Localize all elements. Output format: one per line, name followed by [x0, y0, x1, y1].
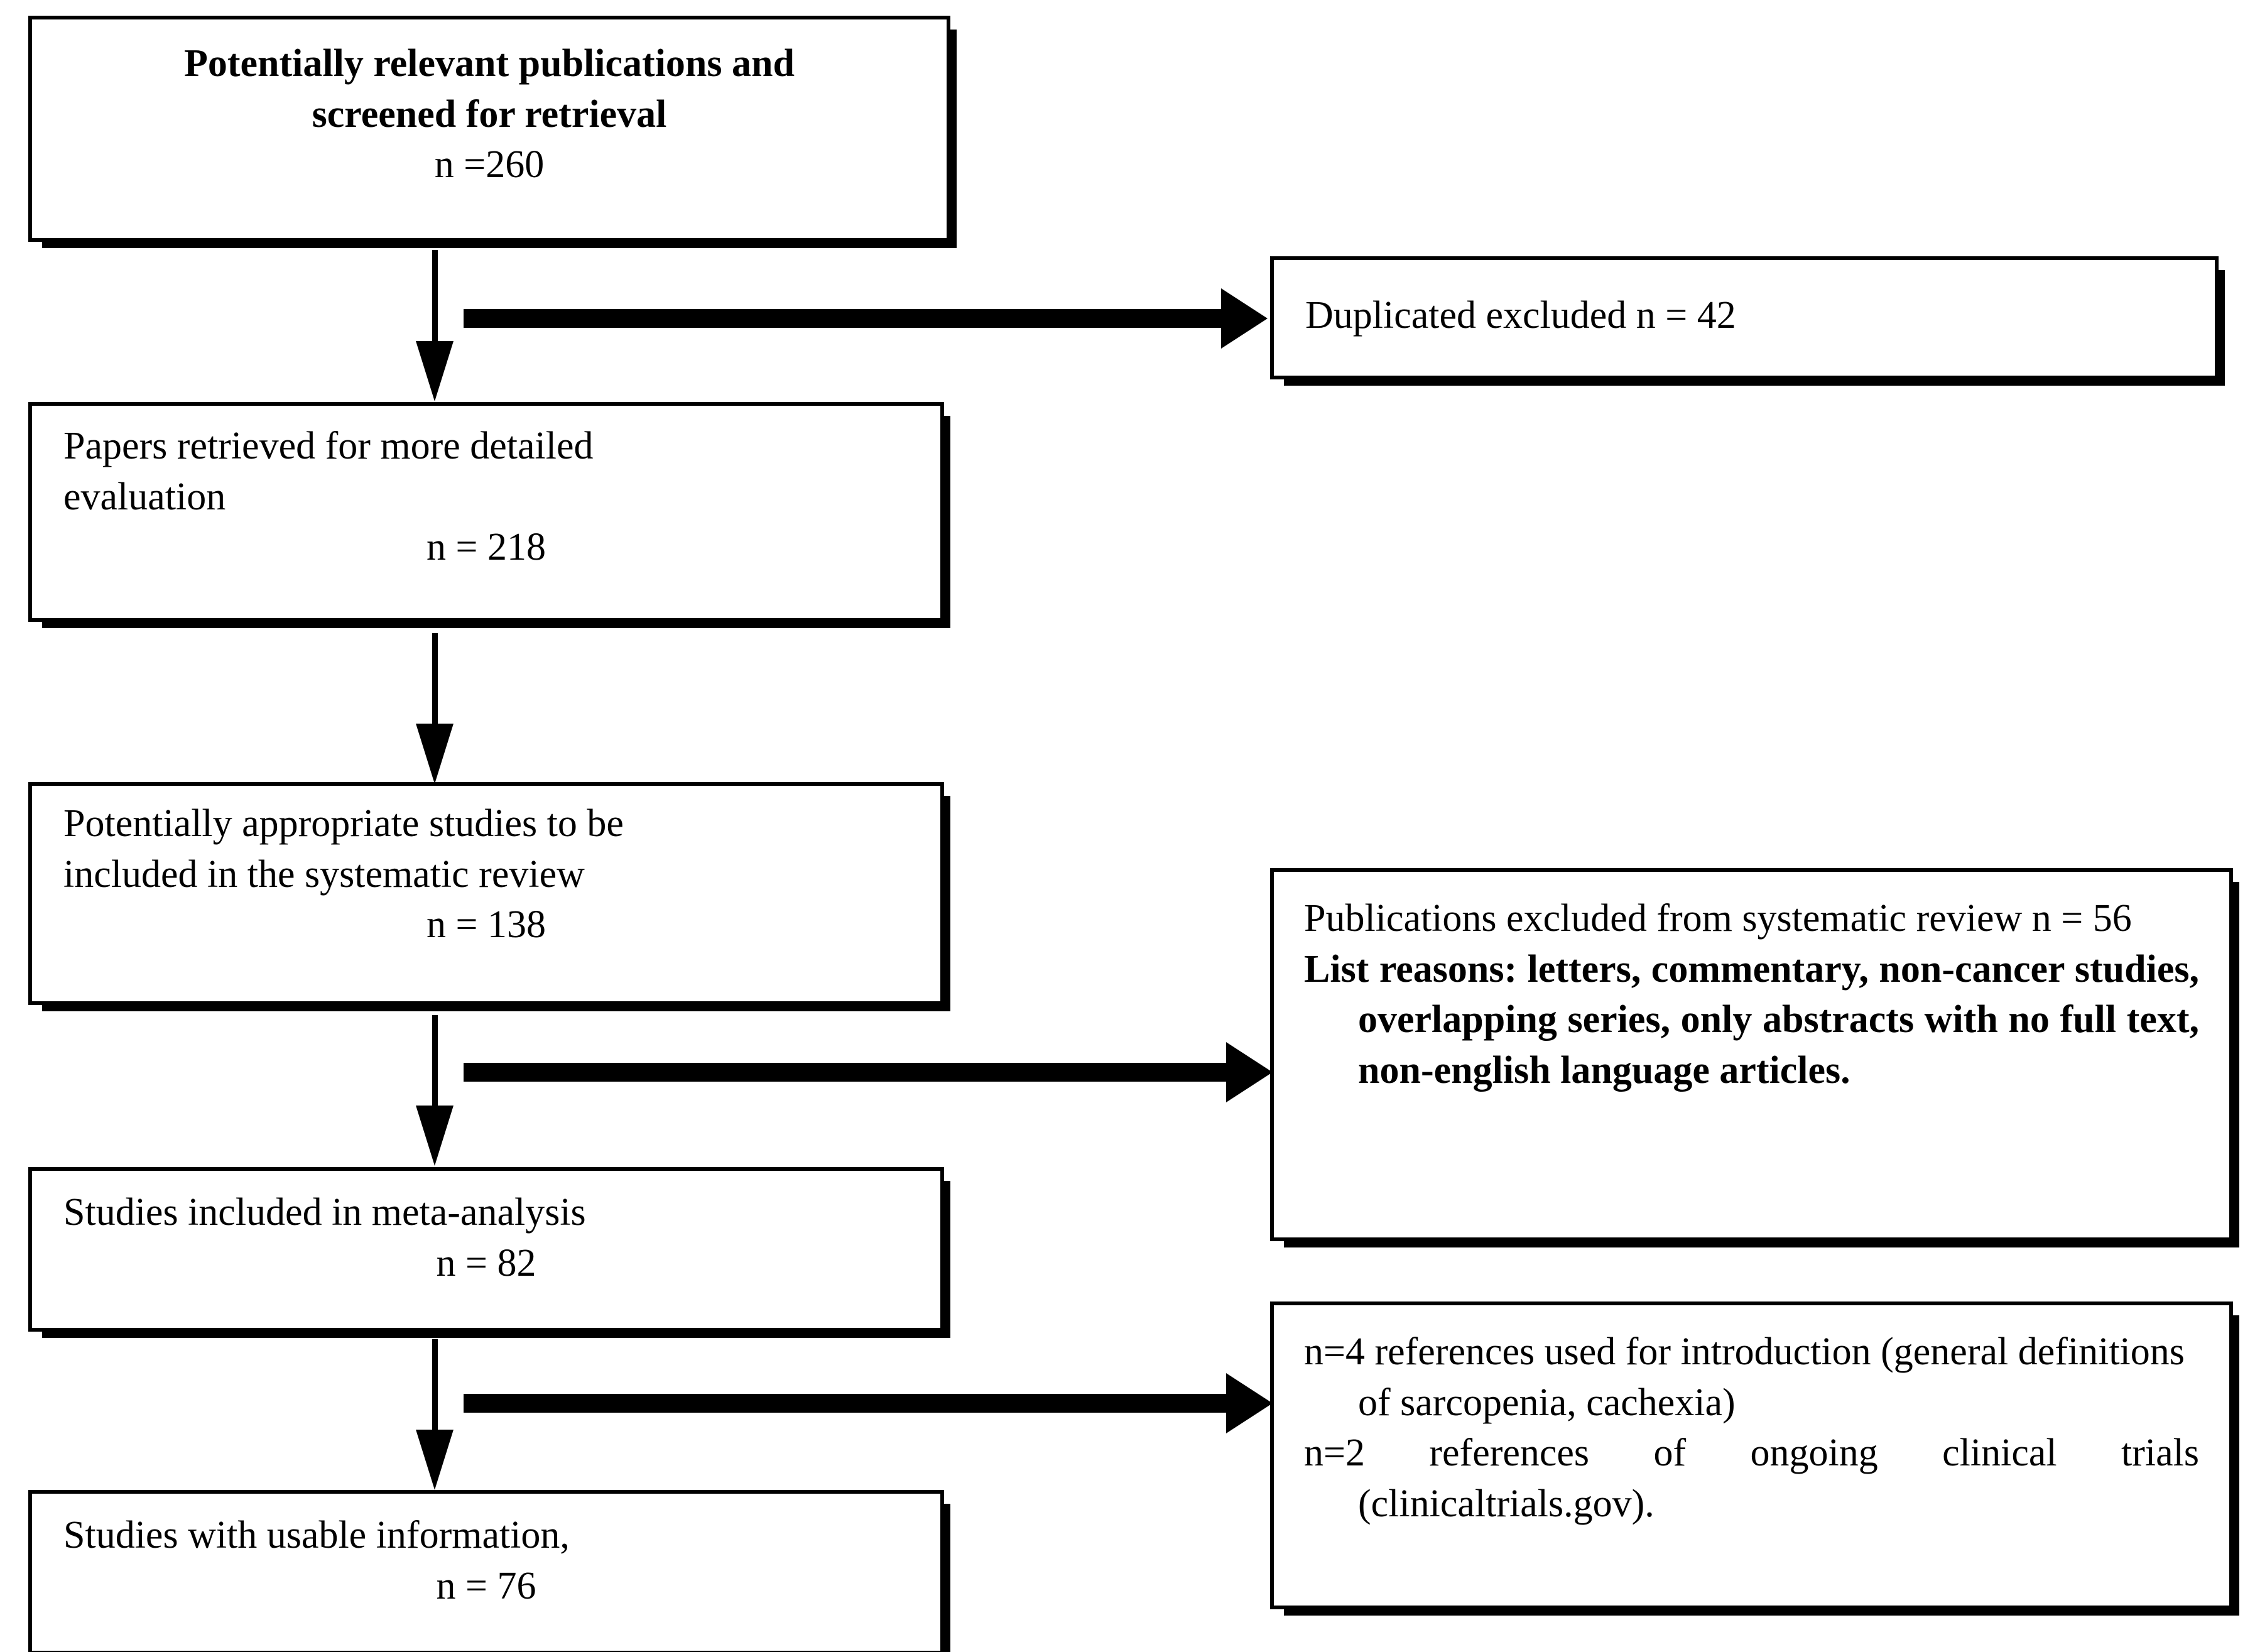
arrow-screened-to-duplicates-head	[1221, 288, 1268, 349]
arrow-meta-to-references-head	[1226, 1373, 1273, 1433]
box-meta-analysis-count: n = 82	[436, 1241, 536, 1285]
arrow-retrieved-to-appropriate-head	[416, 724, 454, 784]
box-usable-information: Studies with usable information, n = 76	[28, 1490, 944, 1652]
box-appropriate-count: n = 138	[427, 903, 546, 947]
arrow-appropriate-to-meta-stem	[432, 1015, 438, 1138]
box-retrieved-line1: Papers retrieved for more detailed	[63, 425, 594, 467]
box-screened-line1: Potentially relevant publications and	[184, 42, 795, 85]
box-retrieved-count: n = 218	[427, 526, 546, 569]
box-publications-excluded: Publications excluded from systematic re…	[1270, 868, 2233, 1241]
arrow-meta-to-usable-head	[416, 1430, 454, 1490]
box-appropriate-line2: included in the systematic review	[63, 852, 585, 896]
box-meta-analysis: Studies included in meta-analysis n = 82	[28, 1167, 944, 1332]
box-screened-line2: screened for retrieval	[312, 92, 667, 136]
box-duplicates-excluded: Duplicated excluded n = 42	[1270, 256, 2219, 379]
arrow-retrieved-to-appropriate-stem	[432, 633, 438, 759]
arrow-meta-to-references-stem	[464, 1394, 1237, 1413]
box-appropriate-studies: Potentially appropriate studies to be in…	[28, 782, 944, 1005]
arrow-appropriate-to-meta-head	[416, 1106, 454, 1166]
box-papers-retrieved: Papers retrieved for more detailed evalu…	[28, 402, 944, 622]
box-retrieved-line2: evaluation	[63, 475, 226, 518]
box-usable-count: n = 76	[436, 1564, 536, 1607]
box-other-references: n=4 references used for introduction (ge…	[1270, 1301, 2233, 1609]
box-screened-publications: Potentially relevant publications and sc…	[28, 16, 950, 242]
box-meta-analysis-line1: Studies included in meta-analysis	[63, 1191, 586, 1234]
arrow-screened-to-duplicates-stem	[464, 309, 1232, 328]
box-other-references-paragraph2: n=2 references of ongoing clinical trial…	[1304, 1432, 2209, 1525]
box-duplicates-text: Duplicated excluded n = 42	[1305, 294, 1736, 337]
arrow-meta-to-usable-stem	[432, 1339, 438, 1464]
arrow-screened-to-retrieved-head	[416, 341, 454, 401]
arrow-screened-to-retrieved-stem	[432, 250, 438, 376]
arrow-appropriate-to-excluded-head	[1226, 1042, 1273, 1102]
box-screened-count: n =260	[434, 143, 545, 187]
box-other-references-paragraph1: n=4 references used for introduction (ge…	[1304, 1330, 2195, 1424]
box-publications-excluded-paragraph2: List reasons: letters, commentary, non-c…	[1304, 947, 2209, 1092]
box-usable-line1: Studies with usable information,	[63, 1514, 570, 1557]
box-publications-excluded-paragraph1: Publications excluded from systematic re…	[1304, 897, 2132, 940]
box-appropriate-line1: Potentially appropriate studies to be	[63, 802, 624, 845]
arrow-appropriate-to-excluded-stem	[464, 1063, 1237, 1082]
